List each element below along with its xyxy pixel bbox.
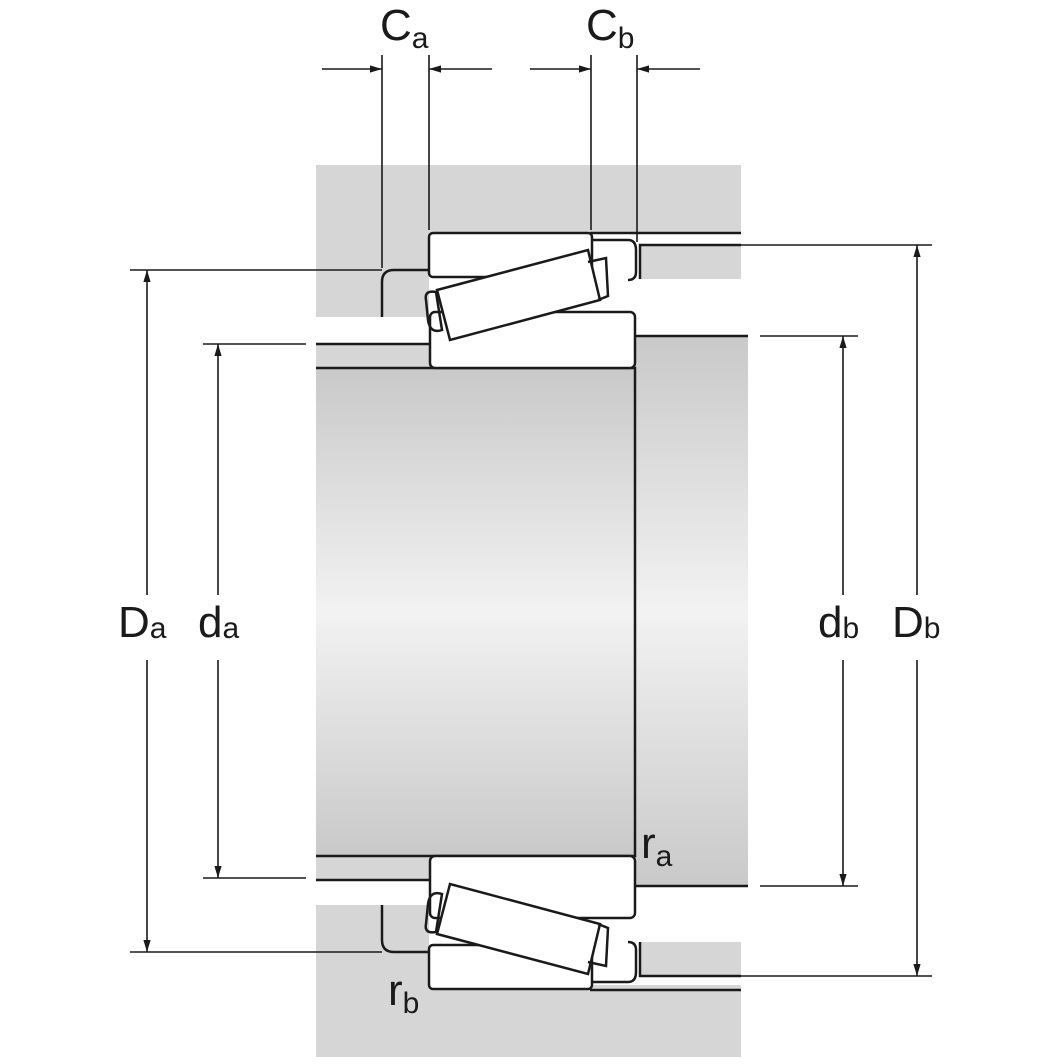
housing-top-right xyxy=(640,245,741,279)
housing-seat-bottom xyxy=(592,940,638,984)
shaft-step-outline xyxy=(635,334,748,888)
label-db: db xyxy=(818,598,859,647)
shaft-step xyxy=(635,336,748,886)
cage-top xyxy=(424,256,610,333)
cage-bottom xyxy=(424,891,610,968)
housing-top-mid xyxy=(429,165,741,233)
housing-bottom-mid xyxy=(429,985,741,1057)
label-Cb: Cb xyxy=(586,1,634,55)
sleeve-lines xyxy=(316,342,430,882)
housing-seat-top xyxy=(592,238,638,282)
bearing-bottom xyxy=(424,854,638,991)
housing-bottom-right xyxy=(640,942,741,976)
housing-bore-top xyxy=(380,231,741,317)
shaft xyxy=(316,336,748,886)
shaft-sleeve-bottom xyxy=(316,856,430,880)
housing xyxy=(316,165,741,1057)
label-Db: Db xyxy=(892,598,940,647)
label-ra: ra xyxy=(641,819,673,873)
housing-top-left xyxy=(316,165,429,317)
labels: Ca Cb Da da db Db ra rb xyxy=(118,1,940,1020)
housing-bottom-left xyxy=(316,905,429,1057)
housing-bore-bottom xyxy=(380,905,741,992)
dimension-arrows xyxy=(143,65,921,976)
label-Ca: Ca xyxy=(380,1,429,55)
label-Da: Da xyxy=(118,598,167,647)
shaft-sleeve-top xyxy=(316,344,430,368)
label-da: da xyxy=(198,598,239,647)
shaft-body xyxy=(316,368,635,856)
label-rb: rb xyxy=(388,966,419,1020)
bearing-top xyxy=(424,231,638,370)
